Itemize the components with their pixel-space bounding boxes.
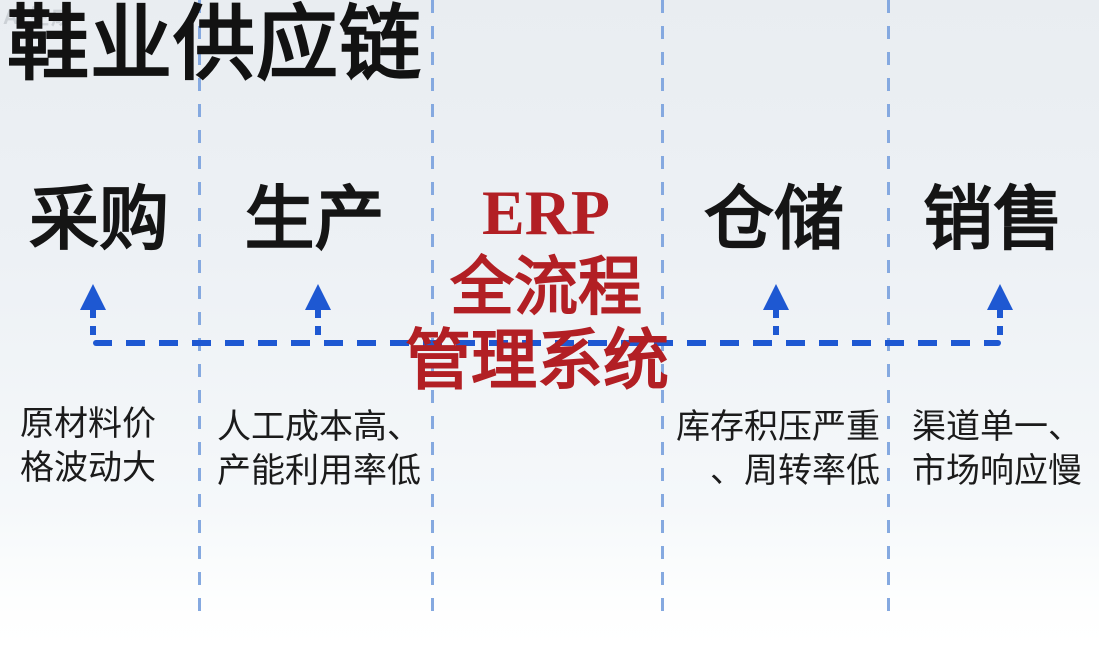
arrow-shaft: [997, 309, 1003, 342]
page-title: 鞋业供应链: [7, 0, 423, 90]
arrow-up-icon: [305, 284, 331, 344]
column-divider: [198, 0, 201, 618]
arrow-up-icon: [987, 284, 1013, 344]
column-desc-procurement: 原材料价 格波动大: [20, 403, 190, 491]
column-header-procurement: 采购: [29, 182, 169, 259]
arrow-up-icon: [763, 284, 789, 344]
arrow-up-icon: [80, 284, 106, 344]
erp-system-label: ERP 全流程 管理系统: [405, 177, 669, 395]
arrow-shaft: [773, 309, 779, 342]
column-desc-sales: 渠道单一、 市场响应慢: [912, 406, 1092, 494]
desc-line: 产能利用率低: [217, 451, 421, 490]
ai-generated-watermark: AI生成: [3, 6, 74, 29]
arrow-head: [80, 284, 106, 310]
desc-line: 库存积压严重: [676, 408, 880, 446]
column-header-warehousing: 仓储: [704, 182, 844, 259]
erp-label-line: 全流程: [450, 252, 642, 323]
desc-line: 、周转率低: [710, 451, 880, 490]
arrow-head: [763, 284, 789, 310]
column-desc-production: 人工成本高、 产能利用率低: [217, 406, 427, 494]
column-desc-warehousing: 库存积压严重 、周转率低: [662, 406, 880, 494]
column-divider: [887, 0, 890, 618]
desc-line: 人工成本高、: [217, 408, 421, 446]
column-header-sales: 销售: [923, 182, 1063, 259]
arrow-head: [305, 284, 331, 310]
flow-connector-dashed-line: [93, 340, 1001, 346]
erp-label-line: ERP: [482, 177, 610, 248]
desc-line: 市场响应慢: [912, 451, 1082, 490]
arrow-shaft: [90, 309, 96, 342]
arrow-shaft: [315, 309, 321, 342]
column-header-production: 生产: [244, 182, 385, 259]
desc-line: 渠道单一、: [912, 408, 1082, 446]
desc-line: 格波动大: [20, 448, 156, 487]
erp-label-line: 管理系统: [405, 325, 669, 398]
arrow-head: [987, 284, 1013, 310]
desc-line: 原材料价: [20, 405, 156, 443]
column-divider: [431, 0, 434, 618]
column-divider: [661, 0, 664, 618]
